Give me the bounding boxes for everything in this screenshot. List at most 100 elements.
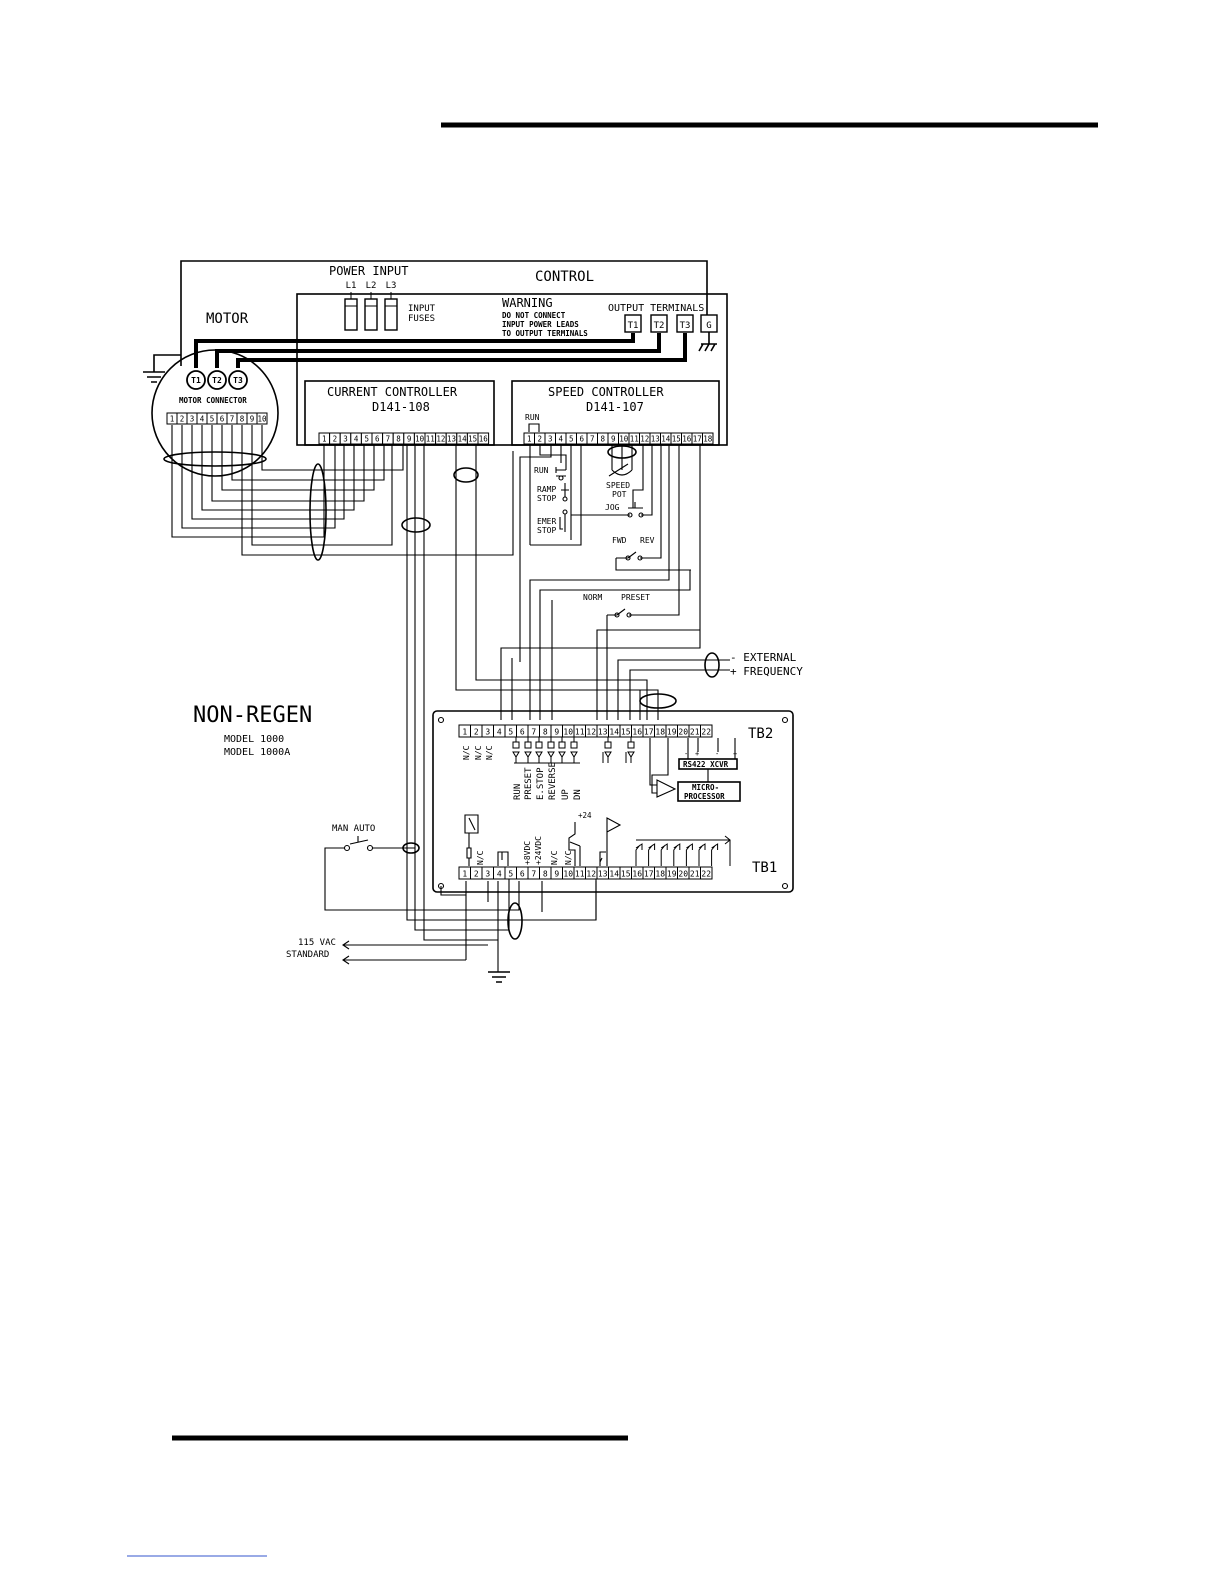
motor-connector-pin-box: [256, 412, 268, 425]
rev-label: REV: [640, 536, 655, 545]
external-frequency-label-2: + FREQUENCY: [730, 665, 803, 678]
current-terminal-label: 8: [396, 435, 401, 444]
output-terminal-box: [650, 314, 668, 333]
tb2-nc-label: N/C: [474, 745, 483, 760]
model-2: MODEL 1000A: [224, 747, 290, 758]
tb1-terminal-label: 3: [485, 870, 490, 879]
ground-symbol-motor: [143, 371, 165, 383]
tb1-terminal-label: 11: [575, 870, 585, 879]
current-terminal-label: 11: [426, 435, 435, 444]
rev-contact: [637, 555, 643, 561]
motor-terminal-circle: [207, 370, 227, 390]
current-terminal-box: [477, 432, 490, 445]
speed-terminal-label: 13: [651, 435, 660, 444]
tb2-terminal-label: 9: [554, 728, 559, 737]
power-line-label: L1: [346, 281, 357, 291]
external-frequency-label-1: - EXTERNAL: [730, 651, 797, 664]
fwd-contact: [625, 555, 631, 561]
motor-connector-pin-label: 7: [230, 415, 235, 424]
motor-terminal-circle: [186, 370, 206, 390]
motor-connector-pin-label: 9: [250, 415, 255, 424]
speed-terminal-label: 3: [548, 435, 553, 444]
power-input-label: POWER INPUT: [329, 264, 408, 278]
tb2-terminal-label: 4: [497, 728, 502, 737]
current-controller-model: D141-108: [372, 400, 430, 414]
tb1-terminal-box: [700, 866, 713, 880]
speed-terminal-label: 15: [672, 435, 681, 444]
ramp-stop-contact: [562, 496, 568, 502]
tb1-terminal-label: 10: [563, 870, 573, 879]
tb1-terminal-label: 16: [632, 870, 642, 879]
tb2-terminal-label: 16: [632, 728, 642, 737]
motor-terminal-label: T1: [191, 376, 201, 385]
input-fuses-label-1: INPUT: [408, 304, 436, 314]
norm-label: NORM: [583, 593, 602, 602]
speed-controller-model: D141-107: [586, 400, 644, 414]
jog-bar: [628, 502, 643, 509]
motor-connector-pin-label: 10: [257, 415, 267, 424]
output-terminal-label: T3: [680, 321, 691, 331]
ramp-stop-label-2: STOP: [537, 494, 556, 503]
motor-connector-pin-label: 3: [190, 415, 195, 424]
tb1-output-switch: [635, 843, 643, 866]
tb1-terminal-label: 20: [678, 870, 688, 879]
motor-terminal-circle: [228, 370, 248, 390]
speed-terminal-box: [702, 432, 714, 445]
tb2-input-label: PRESET: [524, 767, 534, 800]
speed-terminal-label: 6: [579, 435, 584, 444]
power-line-label: L3: [386, 281, 397, 291]
current-terminal-label: 16: [479, 435, 489, 444]
output-terminal-label: T2: [654, 321, 665, 331]
tb2-terminal-box: [700, 724, 713, 738]
speed-terminal-label: 7: [590, 435, 595, 444]
emer-stop-label-1: EMER: [537, 517, 556, 526]
tb2-terminal-label: 21: [690, 728, 700, 737]
output-terminal-box: [624, 314, 642, 333]
ramp-stop-label-1: RAMP: [537, 485, 556, 494]
tb1-relay: [464, 814, 479, 866]
tb2-terminal-label: 6: [520, 728, 525, 737]
fuse: [384, 298, 398, 331]
tb1-relay-outputs: [635, 835, 731, 866]
motor-label: MOTOR: [206, 311, 249, 327]
rs422-plus-1: +: [695, 750, 699, 758]
motor-connector-pin-label: 4: [200, 415, 205, 424]
rs422-minus-1: -: [684, 750, 688, 758]
opamp-symbol: [649, 738, 677, 798]
fwd-label: FWD: [612, 536, 627, 545]
output-terminal-box: [676, 314, 694, 333]
cable-bundle-tb2: [639, 693, 677, 709]
current-terminal-label: 9: [407, 435, 412, 444]
cable-bundle-man-auto: [402, 842, 420, 854]
current-terminal-label: 3: [343, 435, 348, 444]
tb2-terminal-label: 3: [485, 728, 490, 737]
tb2-input-label: E.STOP: [536, 767, 546, 800]
man-auto-bar: [349, 836, 369, 845]
tb2-input-label: UP: [561, 789, 571, 800]
emer-stop-label-2: STOP: [537, 526, 556, 535]
vac-label-1: 115 VAC: [298, 938, 336, 948]
current-terminal-label: 12: [436, 435, 445, 444]
fwd-rev-wiring: [615, 444, 691, 571]
current-terminal-label: 2: [333, 435, 338, 444]
output-terminal-label: T1: [628, 321, 639, 331]
rs422-wiring: [687, 738, 736, 782]
speed-controller-box: [511, 380, 720, 446]
ground-symbol-bottom: [488, 971, 510, 983]
tb2-terminal-label: 17: [644, 728, 654, 737]
microprocessor-box: [677, 781, 741, 802]
motor-connector-pin-label: 2: [180, 415, 185, 424]
tb2-opto-inputs: [512, 737, 635, 764]
lead-t3: [236, 333, 687, 368]
opto-input: [524, 737, 532, 763]
speed-local-wiring: [519, 444, 582, 662]
motor-connector-pin-label: 1: [170, 415, 175, 424]
current-terminal-label: 10: [415, 435, 425, 444]
tb2-nc-label: N/C: [462, 745, 471, 760]
